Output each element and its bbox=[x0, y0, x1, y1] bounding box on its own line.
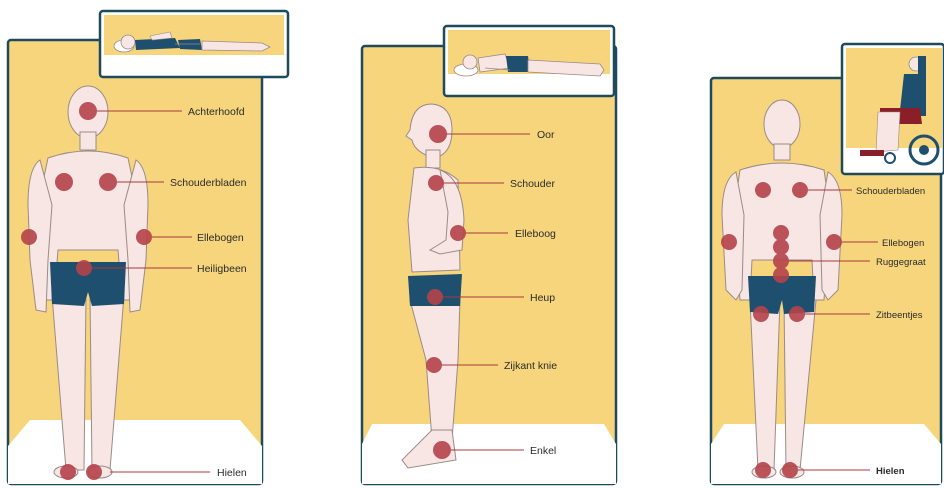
marker-enkel bbox=[433, 441, 451, 459]
marker-ruggegraat-4 bbox=[773, 267, 789, 283]
marker-schouderblad-right bbox=[792, 182, 808, 198]
label-ruggegraat: Ruggegraat bbox=[876, 257, 926, 268]
panel-background bbox=[362, 46, 616, 484]
floor bbox=[711, 424, 941, 484]
marker-schouderblad-left bbox=[755, 182, 771, 198]
label-zijkant-knie: Zijkant knie bbox=[504, 360, 557, 372]
label-oor: Oor bbox=[537, 129, 555, 141]
inset-lying-on-side bbox=[444, 26, 614, 96]
marker-elleboog-left bbox=[721, 234, 737, 250]
label-schouder: Schouder bbox=[510, 178, 555, 190]
marker-elleboog-right bbox=[826, 234, 842, 250]
marker-achterhoofd bbox=[79, 102, 97, 120]
marker-heiligbeen bbox=[76, 260, 92, 276]
marker-ruggegraat-3 bbox=[773, 253, 789, 269]
panel-back-lying: Achterhoofd Schouderbladen Ellebogen Hei… bbox=[8, 11, 288, 484]
inset-wheelchair bbox=[842, 44, 944, 174]
label-heiligbeen: Heiligbeen bbox=[197, 263, 247, 275]
marker-elleboog bbox=[450, 225, 466, 241]
marker-elleboog-left bbox=[21, 229, 37, 245]
label-hielen: Hielen bbox=[217, 467, 247, 479]
inset-lying-on-back bbox=[100, 11, 288, 77]
label-enkel: Enkel bbox=[530, 445, 556, 457]
marker-zitbeentje-right bbox=[789, 306, 805, 322]
marker-zijkant-knie bbox=[426, 357, 442, 373]
label-schouderbladen: Schouderbladen bbox=[856, 186, 925, 197]
marker-hiel-right bbox=[86, 464, 102, 480]
marker-hiel-left bbox=[755, 462, 771, 478]
label-achterhoofd: Achterhoofd bbox=[188, 106, 245, 118]
label-heup: Heup bbox=[530, 292, 555, 304]
marker-ruggegraat-2 bbox=[773, 239, 789, 255]
label-ellebogen: Ellebogen bbox=[882, 238, 924, 249]
marker-hiel-right bbox=[782, 462, 798, 478]
marker-schouderblad-left bbox=[55, 173, 73, 191]
marker-hiel-left bbox=[60, 464, 76, 480]
marker-schouderblad-right bbox=[99, 173, 117, 191]
floor bbox=[362, 424, 616, 484]
panel-sitting: Schouderbladen Ellebogen Ruggegraat Zitb… bbox=[711, 44, 944, 484]
marker-elleboog-right bbox=[136, 229, 152, 245]
panel-side-lying: Oor Schouder Elleboog Heup Zijkant knie … bbox=[362, 26, 616, 484]
marker-schouder bbox=[428, 175, 444, 191]
label-schouderbladen: Schouderbladen bbox=[170, 177, 247, 189]
marker-oor bbox=[429, 125, 447, 143]
label-elleboog: Elleboog bbox=[515, 228, 556, 240]
marker-ruggegraat-1 bbox=[773, 225, 789, 241]
label-hielen: Hielen bbox=[876, 466, 905, 477]
label-ellebogen: Ellebogen bbox=[197, 232, 244, 244]
label-zitbeentjes: Zitbeentjes bbox=[876, 310, 923, 321]
marker-zitbeentje-left bbox=[753, 306, 769, 322]
marker-heup bbox=[427, 289, 443, 305]
